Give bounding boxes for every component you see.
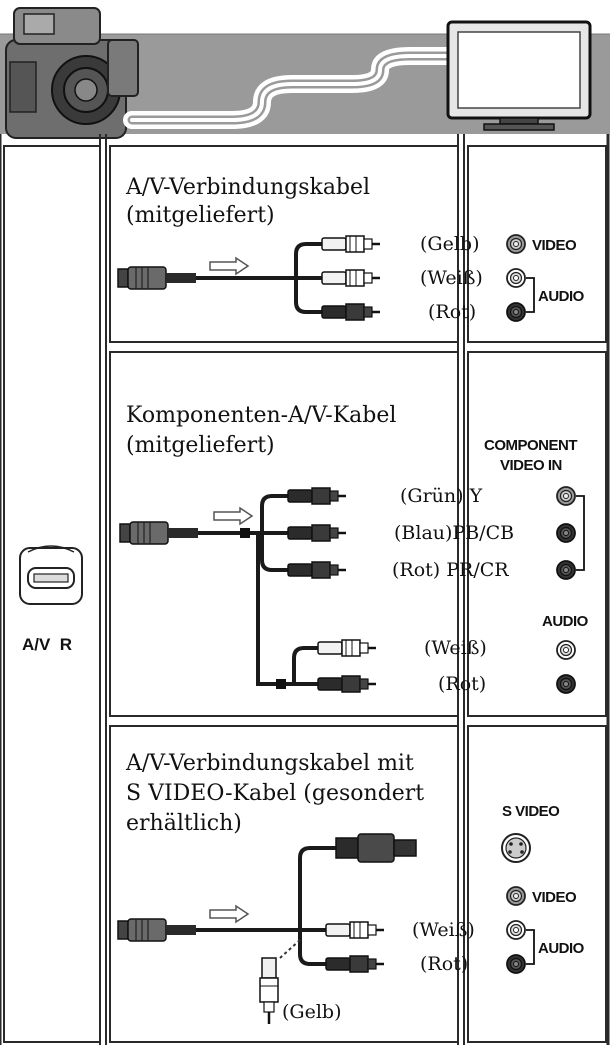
section-3-caption-line-2: S VIDEO-Kabel (gesondert — [126, 781, 424, 806]
av-jack-label: A/V R — [22, 635, 72, 654]
rca-plug-white — [324, 920, 386, 940]
audio-port-white-icon — [506, 268, 526, 288]
component-bracket — [576, 495, 585, 571]
rca-plug-red — [286, 560, 348, 580]
audio-cable-trunk — [256, 533, 276, 686]
section-3-caption-line-1: A/V-Verbindungskabel mit — [125, 751, 414, 776]
video-port-icon — [506, 886, 526, 906]
plug-label-white: (Weiß) — [420, 267, 483, 289]
audio-label-white: (Weiß) — [424, 637, 487, 659]
camcorder-icon — [5, 7, 139, 139]
rca-plug-white — [316, 638, 378, 658]
audio-bracket-label: AUDIO — [538, 288, 585, 305]
section-1-panel — [109, 145, 459, 343]
cable-path-icon — [123, 47, 461, 129]
section-2-caption-line-2: (mitgeliefert) — [126, 433, 275, 458]
port-pr-icon — [556, 560, 576, 580]
video-port-icon — [506, 234, 526, 254]
audio-cable-branches — [286, 646, 318, 686]
audio-port-white-icon — [556, 640, 576, 660]
section-3-port-panel — [467, 725, 607, 1043]
plug-label-yellow: (Gelb) — [282, 1001, 342, 1023]
section-2-caption-line-1: Komponenten-A/V-Kabel — [126, 403, 396, 428]
audio-bracket-label: AUDIO — [538, 940, 585, 957]
port-y-icon — [556, 486, 576, 506]
section-1-caption-line-1: A/V-Verbindungskabel — [125, 175, 370, 200]
plug-label-green: (Grün) Y — [400, 485, 483, 507]
yellow-dashed-link — [279, 939, 301, 959]
section-1-port-panel — [467, 145, 607, 343]
section-3: A/V-Verbindungskabel mit S VIDEO-Kabel (… — [117, 751, 585, 1024]
audio-bracket — [526, 929, 535, 965]
rca-plug-red-audio — [316, 674, 378, 694]
section-3-panel — [109, 725, 459, 1043]
plug-label-blue: (Blau)PB/CB — [394, 522, 514, 544]
svideo-heading: S VIDEO — [502, 803, 560, 820]
svideo-plug-icon — [335, 833, 417, 863]
rca-plug-red — [324, 954, 386, 974]
section-1: A/V-Verbindungskabel (mitgeliefert) (Gel… — [117, 175, 585, 323]
component-heading-line-2: VIDEO IN — [500, 457, 562, 474]
cable-branches — [196, 242, 322, 314]
cable-branches — [196, 846, 336, 966]
section-1-caption-line-2: (mitgeliefert) — [126, 203, 275, 228]
audio-port-red-icon — [556, 674, 576, 694]
audio-heading: AUDIO — [542, 613, 589, 630]
video-port-label: VIDEO — [532, 237, 577, 254]
audio-port-white-icon — [506, 920, 526, 940]
audio-port-red-icon — [506, 954, 526, 974]
plug-label-yellow: (Gelb) — [420, 233, 480, 255]
svideo-jack-icon — [501, 833, 531, 863]
tv-icon — [446, 20, 592, 131]
port-pb-icon — [556, 523, 576, 543]
audio-port-red-icon — [506, 302, 526, 322]
rca-plug-yellow-vertical — [259, 957, 279, 1024]
plug-label-white: (Weiß) — [412, 919, 475, 941]
component-heading-line-1: COMPONENT — [484, 437, 577, 454]
audio-label-red: (Rot) — [438, 673, 486, 695]
audio-bracket — [526, 277, 535, 313]
section-3-caption-line-3: erhältlich) — [126, 811, 242, 836]
av-jack-icon — [19, 545, 83, 605]
video-port-label: VIDEO — [532, 889, 577, 906]
plug-label-red: (Rot) — [420, 953, 468, 975]
section-2: Komponenten-A/V-Kabel (mitgeliefert) (Gr… — [119, 403, 589, 695]
section-2-port-panel — [467, 351, 607, 717]
rca-plug-blue — [286, 523, 348, 543]
plug-label-red: (Rot) — [428, 301, 476, 323]
plug-label-red: (Rot) PR/CR — [392, 559, 509, 581]
